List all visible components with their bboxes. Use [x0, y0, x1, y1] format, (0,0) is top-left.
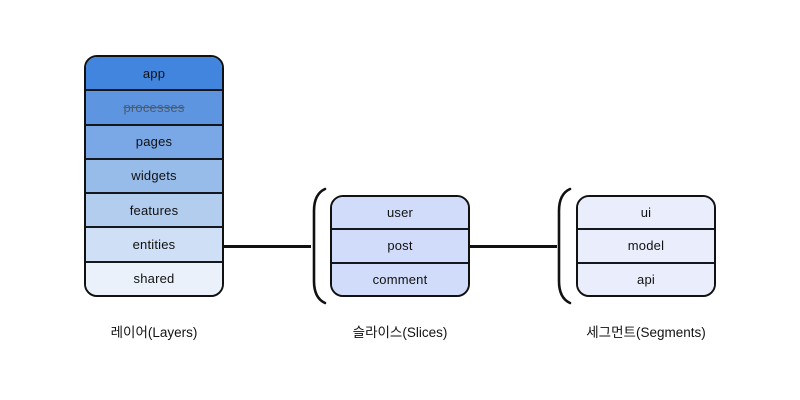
- segment-row-model: model: [578, 228, 714, 262]
- left-parenthesis-icon: [312, 187, 327, 305]
- layer-label-features: features: [129, 202, 179, 218]
- connector-slices-to-segments: [470, 245, 557, 248]
- layer-row-shared: shared: [86, 260, 222, 295]
- segment-label-api: api: [637, 271, 655, 287]
- segment-row-api: api: [578, 261, 714, 295]
- layer-label-entities: entities: [132, 237, 176, 253]
- layer-row-features: features: [86, 192, 222, 227]
- segments-stack: ui model api: [576, 195, 716, 297]
- layer-label-processes: processes: [123, 99, 185, 115]
- segments-caption: 세그먼트(Segments): [586, 325, 706, 340]
- layer-label-pages: pages: [135, 134, 173, 150]
- layer-row-pages: pages: [86, 123, 222, 158]
- slices-caption: 슬라이스(Slices): [352, 325, 448, 340]
- segment-label-ui: ui: [640, 205, 652, 221]
- layer-label-shared: shared: [133, 271, 175, 287]
- layer-label-app: app: [142, 65, 166, 81]
- slice-row-user: user: [332, 197, 468, 229]
- slices-stack: user post comment: [330, 195, 470, 297]
- segment-label-model: model: [627, 238, 665, 254]
- segment-row-ui: ui: [578, 197, 714, 229]
- layers-caption: 레이어(Layers): [110, 325, 198, 340]
- layer-row-processes-deprecated: processes: [86, 89, 222, 124]
- slice-label-post: post: [387, 238, 413, 254]
- layer-row-app: app: [86, 57, 222, 90]
- connector-layers-to-slices: [224, 245, 311, 248]
- layer-label-widgets: widgets: [131, 168, 177, 184]
- slice-label-user: user: [386, 205, 414, 221]
- layer-row-widgets: widgets: [86, 157, 222, 193]
- slice-label-comment: comment: [372, 271, 428, 287]
- slice-row-comment: comment: [332, 261, 468, 295]
- slice-row-post: post: [332, 228, 468, 262]
- layer-row-entities: entities: [86, 226, 222, 261]
- layers-stack: app processes pages widgets features ent…: [84, 55, 224, 297]
- left-parenthesis-icon: [557, 187, 572, 305]
